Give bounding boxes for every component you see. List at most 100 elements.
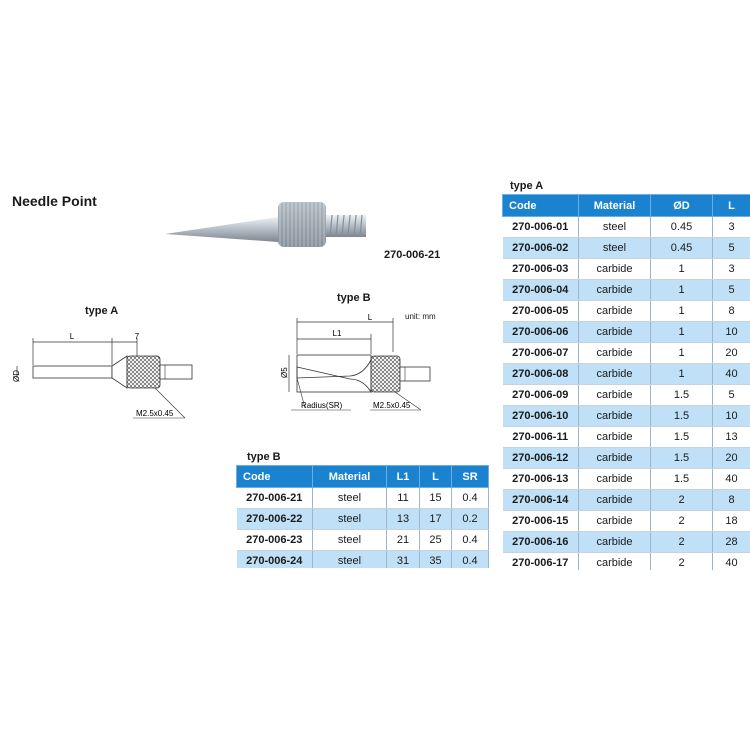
- table-cell: carbide: [578, 363, 651, 385]
- column-header: Material: [312, 465, 387, 488]
- table-cell: 0.2: [451, 508, 489, 530]
- table-a-caption: type A: [510, 180, 544, 192]
- table-cell: 2: [650, 510, 713, 532]
- table-cell: 3: [712, 216, 750, 238]
- code-cell: 270-006-14: [502, 489, 579, 511]
- code-cell: 270-006-12: [502, 447, 579, 469]
- table-cell: 0.4: [451, 529, 489, 551]
- table-cell: 35: [419, 550, 452, 568]
- code-cell: 270-006-21: [236, 487, 313, 509]
- table-cell: 1: [650, 342, 713, 364]
- table-cell: carbide: [578, 489, 651, 511]
- code-cell: 270-006-02: [502, 237, 579, 259]
- table-cell: steel: [578, 237, 651, 259]
- table-cell: 40: [712, 552, 750, 570]
- table-cell: 11: [386, 487, 420, 509]
- table-cell: carbide: [578, 405, 651, 427]
- table-cell: steel: [312, 487, 387, 509]
- code-cell: 270-006-10: [502, 405, 579, 427]
- table-cell: steel: [312, 550, 387, 568]
- table-cell: carbide: [578, 531, 651, 553]
- code-cell: 270-006-13: [502, 468, 579, 490]
- code-cell: 270-006-23: [236, 529, 313, 551]
- code-cell: 270-006-07: [502, 342, 579, 364]
- code-cell: 270-006-08: [502, 363, 579, 385]
- table-cell: 21: [386, 529, 420, 551]
- table-cell: carbide: [578, 279, 651, 301]
- table-cell: carbide: [578, 552, 651, 570]
- dim-l1-label: L1: [333, 329, 342, 338]
- table-cell: 1: [650, 258, 713, 280]
- page-title: Needle Point: [12, 193, 97, 209]
- table-cell: 0.4: [451, 550, 489, 568]
- column-header: SR: [451, 465, 489, 488]
- thread-label-b: M2.5x0.45: [373, 401, 411, 410]
- column-header: ØD: [650, 194, 713, 217]
- table-cell: 8: [712, 300, 750, 322]
- column-header: L: [419, 465, 452, 488]
- table-cell: 1.5: [650, 468, 713, 490]
- table-cell: 8: [712, 489, 750, 511]
- table-cell: 17: [419, 508, 452, 530]
- table-cell: carbide: [578, 258, 651, 280]
- table-cell: 1: [650, 321, 713, 343]
- table-cell: 5: [712, 384, 750, 406]
- photo-part-code: 270-006-21: [384, 249, 441, 261]
- table-cell: carbide: [578, 447, 651, 469]
- table-cell: 1: [650, 279, 713, 301]
- table-cell: steel: [312, 529, 387, 551]
- thread-label: M2.5x0.45: [136, 409, 174, 418]
- table-cell: carbide: [578, 300, 651, 322]
- unit-label: unit: mm: [405, 312, 436, 321]
- column-header: Material: [578, 194, 651, 217]
- dim-5-label: Ø5: [280, 367, 289, 378]
- type-a-drawing: L 7 ØD M2.5x0.45: [12, 332, 193, 419]
- table-cell: 0.45: [650, 237, 713, 259]
- column-header: Code: [502, 194, 579, 217]
- type-b-label: type B: [337, 292, 371, 304]
- table-cell: 40: [712, 363, 750, 385]
- table-cell: 1.5: [650, 447, 713, 469]
- code-cell: 270-006-01: [502, 216, 579, 238]
- code-cell: 270-006-15: [502, 510, 579, 532]
- radius-label: Radius(SR): [301, 401, 343, 410]
- type-b-drawing: L L1 Ø5 Radius(SR) M2.5x0.45: [280, 313, 431, 411]
- table-cell: 1.5: [650, 384, 713, 406]
- table-cell: carbide: [578, 342, 651, 364]
- table-cell: 10: [712, 321, 750, 343]
- table-cell: 1.5: [650, 405, 713, 427]
- table-cell: carbide: [578, 426, 651, 448]
- dim-d-label: ØD: [12, 370, 21, 382]
- code-cell: 270-006-17: [502, 552, 579, 570]
- table-cell: 2: [650, 489, 713, 511]
- table-cell: 40: [712, 468, 750, 490]
- table-cell: 13: [712, 426, 750, 448]
- table-cell: 0.45: [650, 216, 713, 238]
- table-cell: carbide: [578, 468, 651, 490]
- table-cell: 5: [712, 279, 750, 301]
- table-cell: steel: [578, 216, 651, 238]
- table-cell: carbide: [578, 321, 651, 343]
- code-cell: 270-006-04: [502, 279, 579, 301]
- table-cell: 20: [712, 447, 750, 469]
- table-cell: 18: [712, 510, 750, 532]
- table-cell: 0.4: [451, 487, 489, 509]
- table-cell: 10: [712, 405, 750, 427]
- table-cell: 5: [712, 237, 750, 259]
- dim-7-label: 7: [135, 332, 140, 341]
